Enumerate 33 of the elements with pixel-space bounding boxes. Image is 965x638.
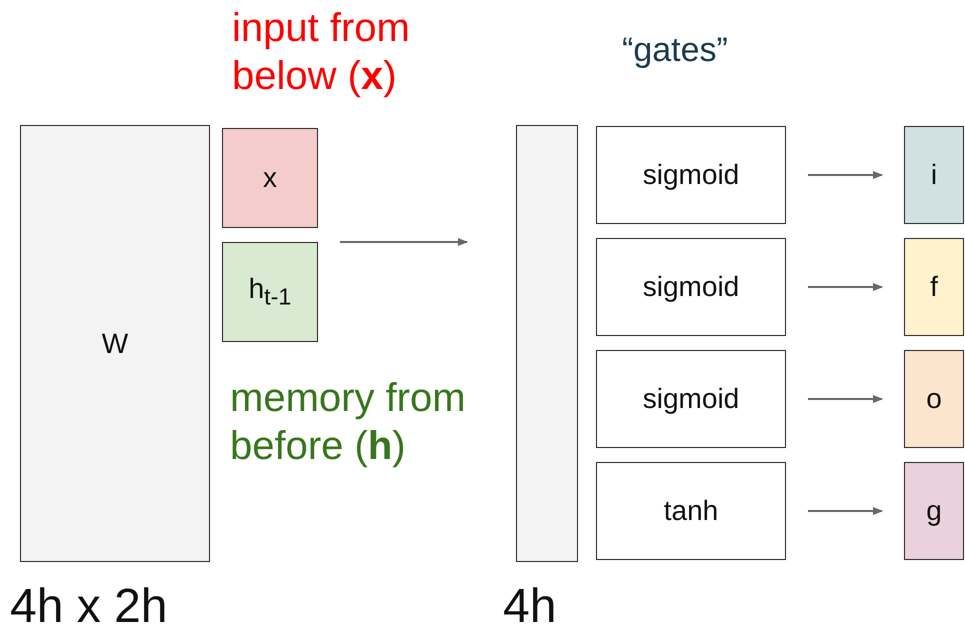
dimension-label: 4h x 2h bbox=[10, 579, 168, 635]
vector-bar bbox=[516, 125, 578, 562]
function-box bbox=[596, 462, 786, 560]
gate-box bbox=[904, 462, 964, 560]
node-label: tanh bbox=[664, 495, 718, 527]
arrow bbox=[808, 171, 883, 179]
function-box bbox=[596, 126, 786, 224]
arrow bbox=[808, 395, 883, 403]
arrow bbox=[340, 238, 468, 246]
function-box bbox=[596, 238, 786, 336]
gates-heading: “gates” bbox=[622, 30, 728, 71]
gate-box bbox=[904, 238, 964, 336]
gate-box bbox=[904, 126, 964, 224]
function-box bbox=[596, 350, 786, 448]
dimension-label: 4h bbox=[503, 579, 558, 635]
matrix-box bbox=[20, 125, 210, 562]
node-label: sigmoid bbox=[642, 383, 740, 415]
node-label: f bbox=[930, 271, 938, 303]
vector-box bbox=[222, 242, 318, 342]
node-label: W bbox=[102, 328, 128, 360]
vector-box bbox=[222, 128, 318, 228]
memory-caption: memory from before (h) bbox=[230, 375, 467, 470]
arrow bbox=[808, 507, 883, 515]
node-label: sigmoid bbox=[642, 159, 740, 191]
node-label: g bbox=[926, 495, 942, 527]
input-caption: input from below (x) bbox=[232, 5, 411, 100]
node-label: h$_{t-1}$ bbox=[248, 273, 292, 311]
node-label: sigmoid bbox=[642, 271, 740, 303]
node-label: i bbox=[930, 159, 938, 191]
node-label: x bbox=[263, 162, 277, 194]
gate-box bbox=[904, 350, 964, 448]
arrow bbox=[808, 283, 883, 291]
node-label: o bbox=[926, 383, 942, 415]
